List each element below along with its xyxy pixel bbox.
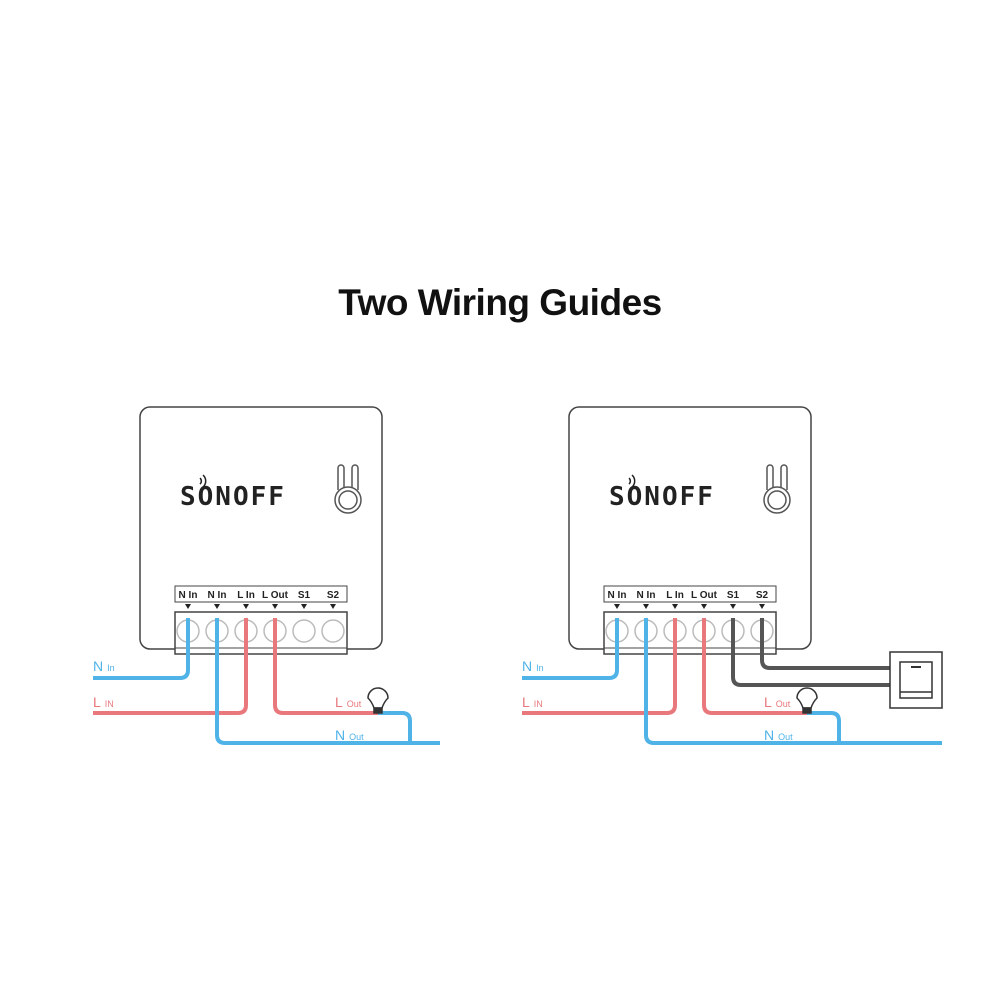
n-out-label: N Out <box>764 727 793 743</box>
sonoff-logo: SONOFF <box>609 482 715 512</box>
l-in-label: L IN <box>522 694 543 710</box>
button-handle <box>766 464 788 490</box>
wall-switch-icon <box>889 651 943 709</box>
l-out-label: L Out <box>764 694 791 710</box>
terminal-arrow-icon <box>672 604 678 609</box>
l-in-label-sub: IN <box>534 699 543 709</box>
button-inner <box>767 490 787 510</box>
l-in-label-letter: L <box>93 694 101 710</box>
n-in-label-sub: In <box>536 663 544 673</box>
n-in-label: N In <box>522 658 544 674</box>
terminal-label: S1 <box>298 590 311 601</box>
wifi-icon <box>199 474 207 488</box>
terminal-label: L Out <box>262 590 289 601</box>
n-out-label-letter: N <box>335 727 345 743</box>
l-out-label-sub: Out <box>776 699 791 709</box>
wifi-arc <box>202 474 207 488</box>
terminal-label: L In <box>666 590 684 601</box>
n-out-label-sub: Out <box>778 732 793 742</box>
n-in-label-sub: In <box>107 663 115 673</box>
l-out-label: L Out <box>335 694 362 710</box>
terminal-arrow-icon <box>614 604 620 609</box>
terminal-arrow-icon <box>301 604 307 609</box>
button-handle <box>337 464 359 490</box>
page-title: Two Wiring Guides <box>338 282 662 323</box>
terminal-arrow-icon <box>214 604 220 609</box>
bulb-glass <box>796 687 818 709</box>
n-out-label-sub: Out <box>349 732 364 742</box>
terminal-label: S1 <box>727 590 740 601</box>
terminal-arrow-icon <box>330 604 336 609</box>
bulb-glass <box>367 687 389 709</box>
neutral-out-wire <box>215 618 440 745</box>
wifi-arc <box>199 477 203 485</box>
n-in-label-letter: N <box>522 658 532 674</box>
neutral-in-wire <box>93 618 190 680</box>
n-in-label: N In <box>93 658 115 674</box>
terminal-arrow-icon <box>701 604 707 609</box>
terminal-arrow-icon <box>643 604 649 609</box>
bulb-base <box>802 707 812 714</box>
light-bulb-icon <box>796 687 818 714</box>
l-out-label-sub: Out <box>347 699 362 709</box>
s2-wire <box>760 618 890 670</box>
s1-wire <box>731 618 890 687</box>
terminal-screw <box>321 619 345 643</box>
live-out-wire <box>702 618 807 715</box>
terminal-label: N In <box>637 590 656 601</box>
light-bulb-icon <box>367 687 389 714</box>
terminal-block <box>603 611 777 655</box>
terminal-arrow-icon <box>243 604 249 609</box>
pairing-button-icon <box>334 464 362 514</box>
terminal-arrow-icon <box>185 604 191 609</box>
l-in-label-letter: L <box>522 694 530 710</box>
terminal-label: L In <box>237 590 255 601</box>
live-in-wire <box>522 618 677 715</box>
lamp-neutral-wire <box>807 711 841 743</box>
terminal-block <box>174 611 348 655</box>
bulb-base <box>373 707 383 714</box>
wifi-arc <box>628 477 632 485</box>
n-out-label-letter: N <box>764 727 774 743</box>
pairing-button-icon <box>763 464 791 514</box>
terminal-arrow-icon <box>272 604 278 609</box>
terminal-label-strip <box>603 585 777 603</box>
live-in-wire <box>93 618 248 715</box>
live-out-wire <box>273 618 378 715</box>
wifi-arc <box>631 474 636 488</box>
terminal-label: L Out <box>691 590 718 601</box>
button-ring <box>334 486 362 514</box>
l-out-label-letter: L <box>335 694 343 710</box>
terminal-label: S2 <box>756 590 769 601</box>
lamp-neutral-wire <box>378 711 412 743</box>
n-in-label-letter: N <box>93 658 103 674</box>
terminal-label: N In <box>608 590 627 601</box>
terminal-arrow-icon <box>730 604 736 609</box>
button-ring <box>763 486 791 514</box>
l-out-label-letter: L <box>764 694 772 710</box>
terminal-label: N In <box>208 590 227 601</box>
n-out-label: N Out <box>335 727 364 743</box>
sonoff-logo: SONOFF <box>180 482 286 512</box>
neutral-out-wire <box>644 618 942 745</box>
l-in-label: L IN <box>93 694 114 710</box>
terminal-label-strip <box>174 585 348 603</box>
neutral-in-wire <box>522 618 619 680</box>
terminal-label: S2 <box>327 590 340 601</box>
button-inner <box>338 490 358 510</box>
wifi-icon <box>628 474 636 488</box>
terminal-label: N In <box>179 590 198 601</box>
terminal-arrow-icon <box>759 604 765 609</box>
l-in-label-sub: IN <box>105 699 114 709</box>
terminal-screw <box>292 619 316 643</box>
